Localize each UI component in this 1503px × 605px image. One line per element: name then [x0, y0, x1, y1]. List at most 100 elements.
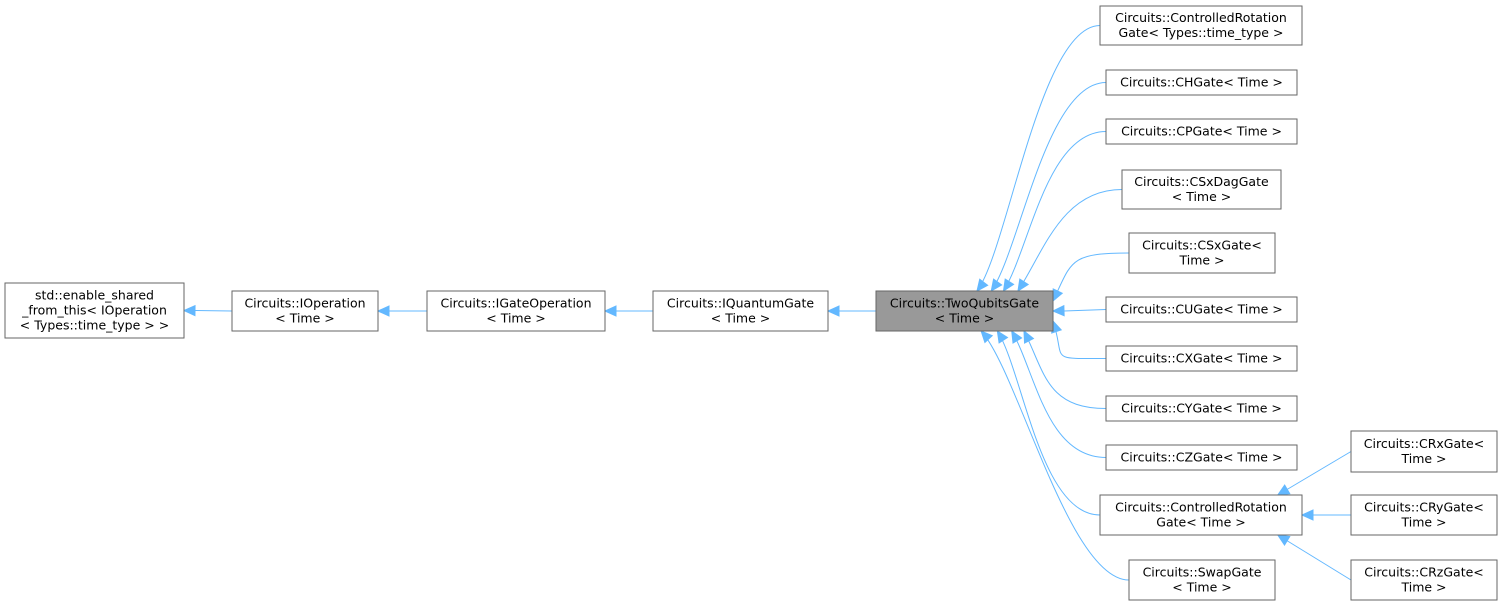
inheritance-edge-cxgate-to-twoqubitsgate: [1051, 319, 1107, 360]
class-node-label: Circuits::ControlledRotation: [1115, 500, 1287, 515]
class-node-label: Circuits::IGateOperation: [440, 296, 591, 311]
class-node-label: Circuits::IOperation: [244, 296, 365, 311]
class-node-box: [1350, 430, 1498, 473]
class-node-ioperation[interactable]: Circuits::IOperation< Time >: [231, 290, 379, 332]
inheritance-edge-swapgate-to-twoqubitsgate: [980, 330, 1130, 581]
class-node-label: Circuits::CYGate< Time >: [1121, 401, 1282, 416]
class-node-label: Gate< Types::time_type >: [1119, 25, 1284, 40]
class-node-label: Circuits::CRxGate<: [1364, 436, 1484, 451]
class-node-box: [1128, 232, 1276, 274]
edge-arrowhead: [1002, 278, 1015, 293]
class-node-label: Circuits::CXGate< Time >: [1121, 351, 1283, 366]
class-node-label: Time >: [1400, 515, 1446, 530]
class-node-label: Time >: [1178, 253, 1224, 268]
class-node-twoqubitsgate[interactable]: Circuits::TwoQubitsGate< Time >: [875, 290, 1054, 332]
class-node-box: [1350, 559, 1498, 601]
inheritance-edge-crg_time-to-twoqubitsgate: [996, 329, 1101, 516]
class-node-cygate[interactable]: Circuits::CYGate< Time >: [1105, 395, 1298, 422]
edge-arrowhead: [990, 278, 1003, 292]
inheritance-edge-cygate-to-twoqubitsgate: [1023, 329, 1107, 409]
inheritance-edge-csxgate-to-twoqubitsgate: [1052, 252, 1130, 303]
class-node-box: [1350, 494, 1498, 536]
class-node-box: [231, 290, 379, 332]
class-node-cugate[interactable]: Circuits::CUGate< Time >: [1105, 296, 1298, 323]
edge-line: [1023, 330, 1107, 409]
class-node-box: [1105, 296, 1298, 323]
class-node-label: < Time >: [1172, 580, 1232, 595]
class-node-label: _from_this< IOperation: [21, 303, 167, 318]
inheritance-edge-csxdaggate-to-twoqubitsgate: [1017, 189, 1123, 293]
inheritance-edge-czgate-to-twoqubitsgate: [1011, 329, 1107, 458]
edge-line: [1063, 309, 1107, 312]
class-node-label: Circuits::CUGate< Time >: [1120, 302, 1282, 317]
class-node-enable_shared[interactable]: std::enable_shared_from_this< IOperation…: [4, 282, 185, 339]
edge-line: [1277, 534, 1352, 581]
edge-line: [980, 330, 1130, 581]
class-node-cxgate[interactable]: Circuits::CXGate< Time >: [1105, 345, 1298, 372]
class-node-label: Circuits::CSxDagGate: [1134, 174, 1269, 189]
class-node-label: < Time >: [1172, 189, 1232, 204]
edge-arrowhead: [1276, 534, 1291, 546]
class-node-label: Circuits::ControlledRotation: [1115, 10, 1287, 25]
class-node-box: [1099, 494, 1303, 536]
class-node-label: Circuits::CRyGate<: [1364, 500, 1484, 515]
class-node-crxgate[interactable]: Circuits::CRxGate<Time >: [1350, 430, 1498, 473]
class-node-czgate[interactable]: Circuits::CZGate< Time >: [1105, 444, 1298, 471]
edge-arrowhead: [1017, 278, 1030, 293]
class-node-box: [1105, 395, 1298, 422]
class-node-label: Circuits::CZGate< Time >: [1121, 450, 1283, 465]
edge-line: [1052, 320, 1107, 360]
edge-line: [194, 310, 233, 312]
class-node-label: Circuits::SwapGate: [1143, 565, 1262, 580]
inheritance-edge-igateoperation-to-ioperation: [376, 305, 427, 317]
class-node-box: [1105, 345, 1298, 372]
edge-arrowhead: [603, 305, 617, 317]
class-node-crygate[interactable]: Circuits::CRyGate<Time >: [1350, 494, 1498, 536]
inheritance-edge-crg_types-to-twoqubitsgate: [976, 25, 1101, 292]
edge-line: [976, 25, 1101, 292]
class-node-box: [1121, 169, 1282, 210]
class-node-crzgate[interactable]: Circuits::CRzGate<Time >: [1350, 559, 1498, 601]
class-node-iquantumgate[interactable]: Circuits::IQuantumGate< Time >: [652, 290, 829, 332]
edge-line: [1003, 131, 1107, 292]
edges-layer: [182, 25, 1352, 581]
class-node-label: Circuits::CHGate< Time >: [1120, 75, 1283, 90]
class-node-box: [1105, 69, 1298, 96]
inheritance-edge-iquantumgate-to-igateoperation: [603, 305, 653, 317]
class-node-csxgate[interactable]: Circuits::CSxGate<Time >: [1128, 232, 1276, 274]
class-node-cpgate[interactable]: Circuits::CPGate< Time >: [1105, 118, 1298, 145]
edge-arrowhead: [1276, 484, 1291, 496]
class-node-box: [426, 290, 606, 332]
class-node-box: [875, 290, 1054, 332]
edge-line: [1052, 252, 1130, 302]
class-node-label: < Time >: [275, 311, 335, 326]
edge-line: [996, 330, 1101, 516]
class-node-label: Circuits::IQuantumGate: [667, 296, 814, 311]
edge-arrowhead: [1023, 329, 1035, 344]
class-node-label: Circuits::CRzGate<: [1364, 565, 1484, 580]
class-node-box: [652, 290, 829, 332]
class-node-label: std::enable_shared: [35, 288, 154, 303]
class-node-label: < Time >: [486, 311, 546, 326]
edge-arrowhead: [1051, 304, 1065, 317]
class-node-igateoperation[interactable]: Circuits::IGateOperation< Time >: [426, 290, 606, 332]
class-node-swapgate[interactable]: Circuits::SwapGate< Time >: [1128, 559, 1276, 601]
edge-arrowhead: [826, 305, 840, 317]
class-node-label: Circuits::TwoQubitsGate: [890, 296, 1039, 311]
inheritance-edge-crzgate-to-crg_time: [1276, 534, 1352, 581]
class-node-label: Circuits::CSxGate<: [1142, 238, 1262, 253]
inheritance-edge-crygate-to-crg_time: [1300, 509, 1351, 521]
class-node-chgate[interactable]: Circuits::CHGate< Time >: [1105, 69, 1298, 96]
inheritance-edge-twoqubitsgate-to-iquantumgate: [826, 305, 876, 317]
edge-arrowhead: [1300, 509, 1314, 521]
class-node-label: Time >: [1400, 451, 1446, 466]
class-node-csxdaggate[interactable]: Circuits::CSxDagGate< Time >: [1121, 169, 1282, 210]
class-node-label: Gate< Time >: [1156, 515, 1245, 530]
edge-arrowhead: [980, 330, 994, 344]
edge-line: [1277, 451, 1352, 496]
inheritance-edge-crxgate-to-crg_time: [1276, 451, 1352, 496]
inheritance-edge-cugate-to-twoqubitsgate: [1051, 304, 1107, 317]
